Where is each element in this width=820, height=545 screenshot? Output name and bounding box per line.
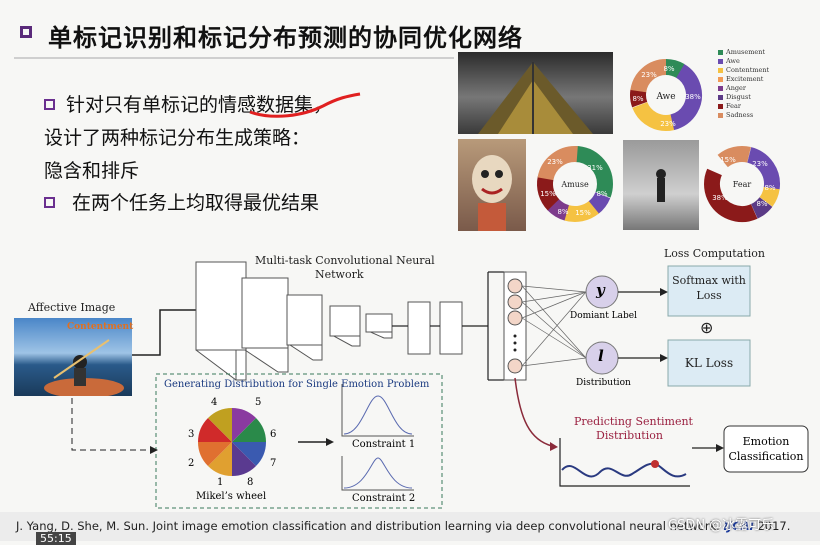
- distribution-caption: Distribution: [576, 378, 631, 388]
- softmax-loss-line2: Loss: [696, 289, 722, 302]
- predicting-label-line1: Predicting Sentiment: [574, 415, 693, 428]
- awe-slice-label: 23%: [660, 120, 676, 128]
- bullet-square-icon: [44, 99, 55, 110]
- slide-title: 单标记识别和标记分布预测的协同优化网络: [48, 24, 523, 52]
- legend-swatch-icon: [718, 58, 723, 64]
- constraint-2-label: Constraint 2: [352, 493, 416, 504]
- label-l: l: [598, 347, 604, 365]
- contentment-photo: [14, 318, 132, 396]
- temple-roof-image: [458, 52, 613, 134]
- legend-swatch-icon: [718, 67, 723, 73]
- wheel-number: 4: [211, 397, 218, 408]
- contentment-label: Contentment: [67, 322, 134, 332]
- amuse-slice-label: 8%: [557, 208, 568, 216]
- legend-item: Fear: [726, 102, 741, 110]
- venue-logo: IJCAI: [723, 519, 754, 533]
- wheel-number: 1: [217, 477, 224, 488]
- legend-swatch-icon: [718, 112, 723, 118]
- emotion-classification-line1: Emotion: [742, 435, 790, 448]
- amuse-center-label: Amuse: [560, 180, 589, 189]
- awe-center-label: Awe: [655, 92, 675, 102]
- citation-body: J. Yang, D. She, M. Sun. Joint image emo…: [16, 519, 720, 533]
- plus-circle-icon: ⊕: [700, 318, 714, 337]
- csdn-watermark: CSDN @冰露可乐: [668, 518, 775, 533]
- legend-item: Sadness: [726, 111, 754, 119]
- legend-item: Awe: [726, 57, 740, 65]
- video-timer: 55:15: [36, 532, 76, 545]
- amuse-slice-label: 23%: [547, 158, 563, 166]
- wheel-number: 5: [255, 397, 262, 408]
- amuse-slice-label: 31%: [587, 164, 603, 172]
- bullet-text-4: 在两个任务上均取得最优结果: [72, 192, 320, 214]
- awe-slice-label: 23%: [641, 71, 657, 79]
- loss-computation-label: Loss Computation: [664, 247, 765, 260]
- foggy-figure-image: [623, 140, 699, 230]
- label-y: y: [596, 281, 605, 299]
- softmax-loss-line1: Softmax with: [672, 274, 746, 287]
- wheel-number: 8: [247, 477, 254, 488]
- gen-dist-title: Generating Distribution for Single Emoti…: [164, 379, 430, 390]
- bullet-square-icon: [44, 197, 55, 208]
- legend-item: Disgust: [726, 93, 751, 101]
- fear-slice-label: 23%: [752, 160, 768, 168]
- face-painting-image: [458, 139, 526, 231]
- amuse-slice-label: 8%: [596, 190, 607, 198]
- title-bullet-icon: [20, 26, 32, 38]
- cnn-title-line2: Network: [315, 268, 364, 281]
- legend-swatch-icon: [718, 85, 723, 91]
- legend-swatch-icon: [718, 76, 723, 82]
- legend-swatch-icon: [718, 94, 723, 100]
- mikels-wheel-label: Mikel’s wheel: [196, 491, 267, 502]
- title-divider: [14, 57, 454, 59]
- cnn-title-line1: Multi-task Convolutional Neural: [255, 254, 435, 267]
- fear-slice-label: 38%: [712, 194, 728, 202]
- wheel-number: 6: [270, 429, 277, 440]
- awe-slice-label: 8%: [663, 65, 674, 73]
- wheel-number: 3: [188, 429, 195, 440]
- fear-slice-label: 8%: [756, 200, 767, 208]
- constraint-1-label: Constraint 1: [352, 439, 416, 450]
- dominant-label-caption: Domiant Label: [570, 311, 637, 321]
- predicting-label-line2: Distribution: [596, 429, 663, 442]
- wheel-number: 2: [188, 458, 195, 469]
- awe-slice-label: 8%: [632, 95, 643, 103]
- bullet-text-2: 设计了两种标记分布生成策略：: [44, 127, 311, 149]
- citation-text: J. Yang, D. She, M. Sun. Joint image emo…: [16, 519, 790, 533]
- kl-loss-label: KL Loss: [684, 356, 734, 370]
- legend-item: Contentment: [726, 66, 770, 74]
- amuse-slice-label: 15%: [540, 190, 556, 198]
- amuse-donut-chart: Amuse 23% 31% 8% 15% 8% 15%: [537, 146, 613, 222]
- fear-slice-label: 8%: [764, 184, 775, 192]
- wheel-number: 7: [270, 458, 277, 469]
- legend-item: Anger: [726, 84, 746, 92]
- amuse-slice-label: 15%: [575, 209, 591, 217]
- legend-swatch-icon: [718, 103, 723, 109]
- citation-year: 2017.: [757, 519, 791, 533]
- awe-donut-chart: Awe 8% 38% 23% 8% 23%: [630, 59, 702, 131]
- fear-donut-chart: Fear 15% 23% 8% 8% 38%: [704, 146, 780, 222]
- footer-bar: [0, 512, 820, 541]
- emotion-classification-line2: Classification: [728, 450, 804, 463]
- fear-slice-label: 15%: [720, 156, 736, 164]
- bullet-text-3: 隐含和排斥: [44, 160, 140, 182]
- emotion-legend: Amusement Awe Contentment Excitement Ang…: [718, 48, 788, 119]
- affective-image-label: Affective Image: [28, 301, 116, 314]
- legend-item: Excitement: [726, 75, 764, 83]
- fear-center-label: Fear: [733, 180, 752, 189]
- bullet-text-1: 针对只有单标记的情感数据集，: [66, 94, 333, 116]
- awe-slice-label: 38%: [685, 93, 701, 101]
- legend-item: Amusement: [726, 48, 766, 56]
- red-underline-scribble: [249, 92, 361, 118]
- legend-swatch-icon: [718, 49, 723, 55]
